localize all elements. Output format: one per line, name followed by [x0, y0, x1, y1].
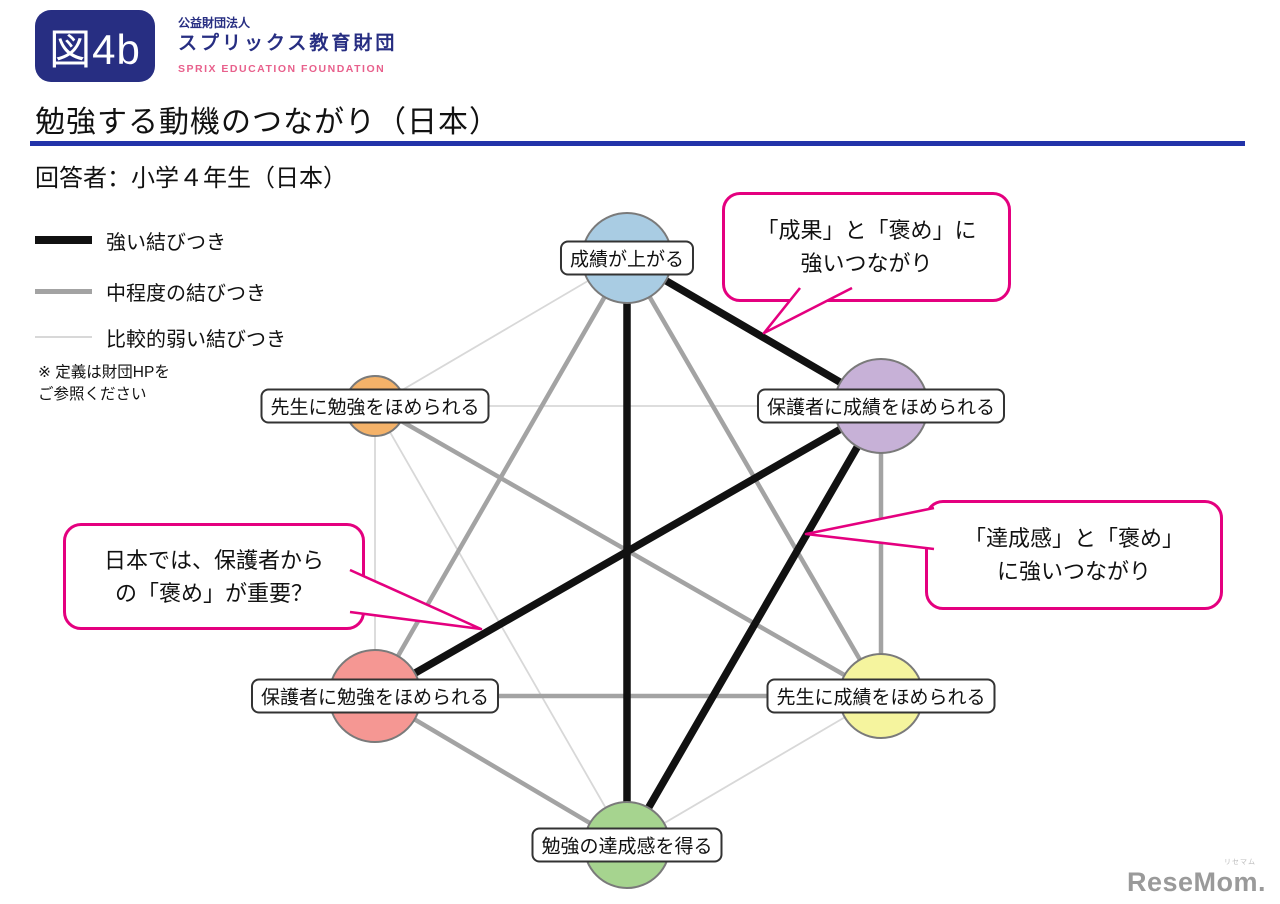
legend-note-line2: ご参照ください [38, 386, 147, 404]
legend-swatch-strong [35, 236, 92, 244]
callout-tasseikan-home-line2: に強いつながり [996, 559, 1151, 584]
resemom-watermark: リセマム ReseMom. [1127, 857, 1266, 898]
edge-seiseki-agaru--sensei-benkyo-weak [374, 257, 628, 407]
callout-seika-home-line2: 強いつながり [800, 251, 933, 276]
org-type-label: 公益財団法人 [178, 16, 251, 30]
edge-hogosha-benkyo--tasseikan-medium [373, 694, 629, 847]
legend-item-medium: 中程度の結びつき [35, 277, 266, 305]
callout-seika-home-line1: 「成果」と「褒め」に [756, 218, 977, 243]
legend-note: ※ 定義は財団HPを ご参照ください [38, 362, 170, 407]
node-label-sensei-benkyo: 先生に勉強をほめられる [260, 388, 490, 424]
legend-label-medium: 中程度の結びつき [106, 282, 266, 305]
edge-sensei-seiseki--tasseikan-weak [626, 695, 882, 846]
callout-seika-home: 「成果」と「褒め」に 強いつながり [722, 192, 1011, 302]
node-label-hogosha-benkyo: 保護者に勉強をほめられる [250, 678, 500, 714]
title-rule [30, 141, 1245, 146]
legend-swatch-weak [35, 336, 92, 338]
node-label-sensei-seiseki: 先生に成績をほめられる [766, 678, 996, 714]
legend-swatch-medium [35, 288, 92, 294]
org-name-label: スプリックス教育財団 [178, 33, 398, 55]
page-title: 勉強する動機のつながり（日本） [35, 106, 500, 139]
node-label-tasseikan: 勉強の達成感を得る [531, 827, 723, 863]
legend-note-line1: ※ 定義は財団HPを [38, 364, 170, 381]
respondent-subtitle: 回答者：小学４年生（日本） [35, 165, 347, 192]
figure-number-badge: 図4b [35, 10, 155, 82]
legend-label-strong: 強い結びつき [106, 231, 226, 254]
edge-hogosha-seiseki--hogosha-benkyo-strong [373, 402, 883, 700]
resemom-ruby: リセマム [1224, 859, 1256, 866]
edge-hogosha-seiseki--tasseikan-strong [623, 404, 885, 847]
legend-item-weak: 比較的弱い結びつき [35, 323, 286, 351]
callout-nihon-hogosha: 日本では、保護者から の「褒め」が重要？ [63, 523, 365, 630]
callout-nihon-hogosha-line2: の「褒め」が重要？ [114, 580, 313, 606]
org-english-label: SPRIX EDUCATION FOUNDATION [178, 63, 386, 76]
resemom-logo: ReseMom. [1126, 867, 1266, 897]
callout-nihon-hogosha-line1: 日本では、保護者から [103, 547, 324, 573]
node-label-hogosha-seiseki: 保護者に成績をほめられる [756, 388, 1006, 424]
organization-logo: 公益財団法人 スプリックス教育財団 SPRIX EDUCATION FOUNDA… [178, 16, 397, 76]
edge-seiseki-agaru--hogosha-seiseki-strong [625, 254, 883, 410]
node-label-seiseki-agaru: 成績が上がる [559, 240, 695, 276]
legend-item-strong: 強い結びつき [35, 226, 226, 254]
legend-label-weak: 比較的弱い結びつき [106, 328, 286, 351]
callout-tasseikan-home: 「達成感」と「褒め」 に強いつながり [925, 500, 1223, 610]
callout-tasseikan-home-line1: 「達成感」と「褒め」 [963, 526, 1184, 551]
